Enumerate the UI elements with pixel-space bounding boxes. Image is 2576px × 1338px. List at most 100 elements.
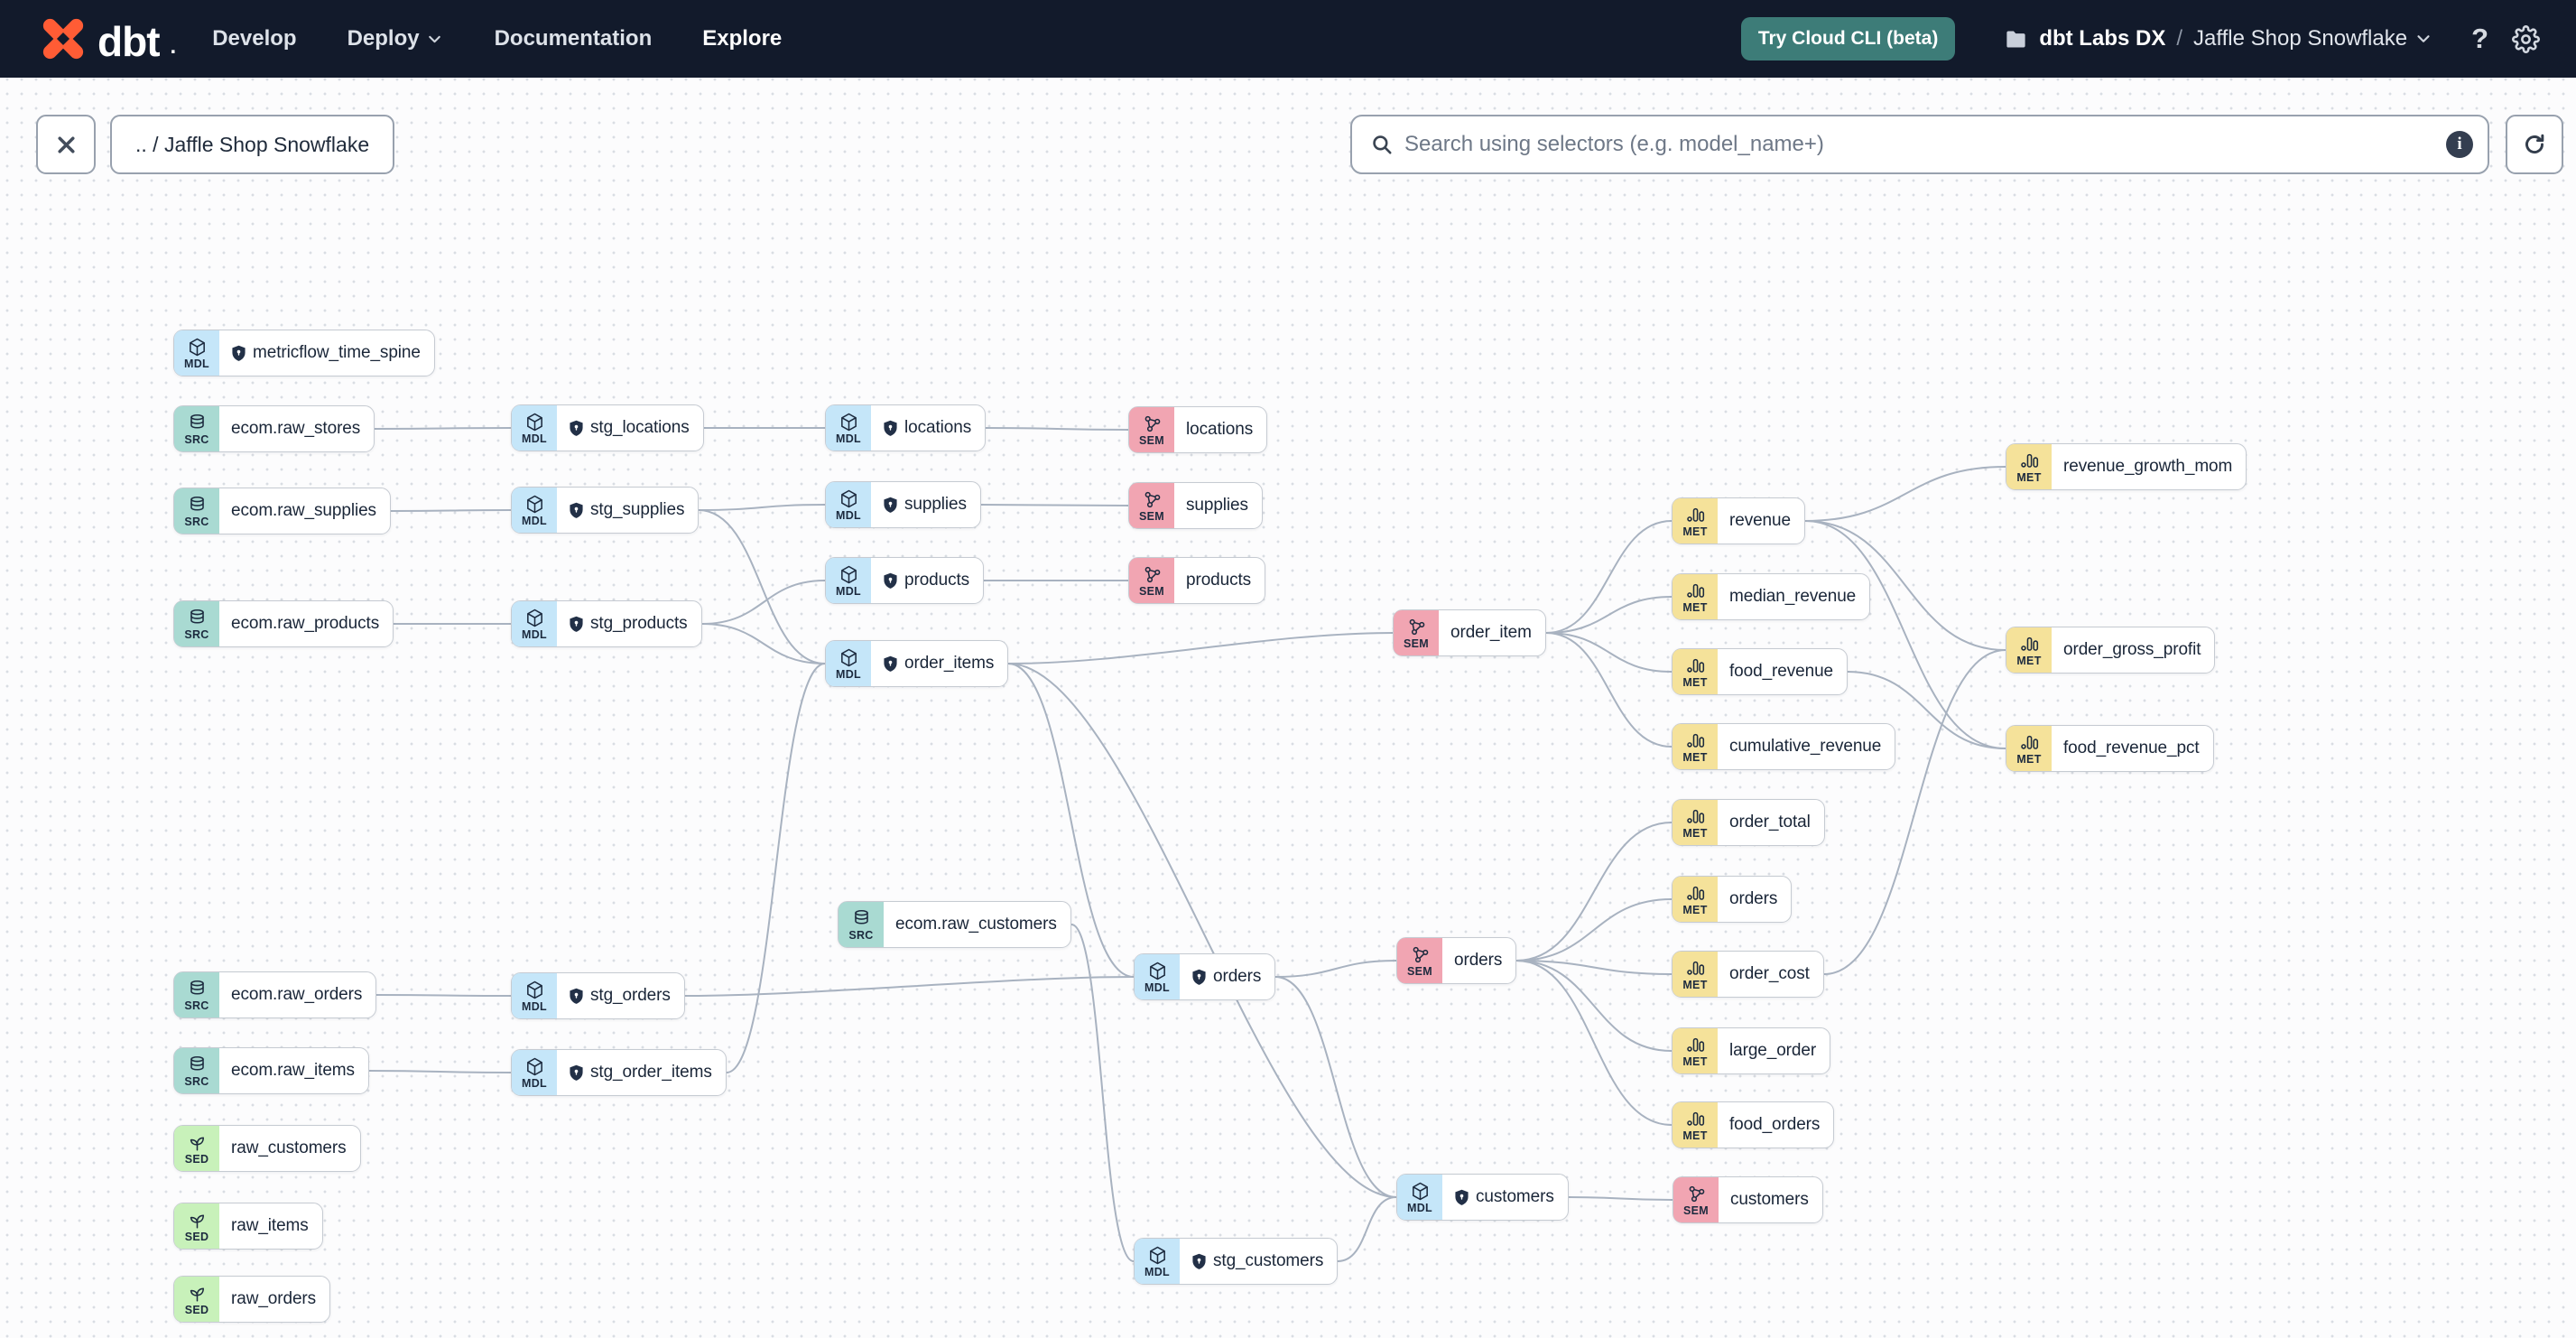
folder-icon [2006,31,2025,47]
project-selector[interactable]: Jaffle Shop Snowflake [2193,26,2433,51]
lineage-edge-stg_products-to-products [701,580,826,625]
node-label: stg_order_items [590,1063,712,1082]
gear-icon[interactable] [2512,24,2540,53]
nav-item-develop[interactable]: Develop [212,26,296,51]
account-name[interactable]: dbt Labs DX [2039,26,2166,51]
graph-node-median_revenue[interactable]: MET median_revenue [1672,573,1871,620]
source-database-icon: SRC [174,406,219,451]
dbt-logo[interactable]: dbt . [40,15,176,62]
lineage-edge-revenue-to-order_gross_profit [1804,520,2006,651]
nav-item-deploy[interactable]: Deploy [347,26,444,51]
lineage-edge-revenue-to-revenue_growth_mom [1804,466,2006,522]
node-type-tag: SEM [1683,1204,1709,1218]
node-label: ecom.raw_products [231,614,380,633]
node-type-tag: MET [2016,471,2042,485]
node-label: cumulative_revenue [1729,737,1882,756]
lineage-edge-customers_mdl-to-customers_sem [1568,1196,1673,1201]
try-cloud-cli-button[interactable]: Try Cloud CLI (beta) [1740,17,1956,60]
lineage-edge-order_items-to-orders_mdl [1007,663,1135,978]
node-label: orders [1454,951,1503,970]
refresh-button[interactable] [2506,115,2563,174]
node-type-tag: MET [1682,601,1708,615]
close-lineage-button[interactable] [36,115,96,174]
graph-node-src_raw_products[interactable]: SRC ecom.raw_products [173,600,394,647]
top-navbar: dbt . Develop Deploy Documentation Explo… [0,0,2576,78]
node-type-tag: SRC [184,433,209,447]
search-input[interactable] [1404,132,2435,157]
node-type-tag: MDL [836,432,861,446]
nav-item-explore[interactable]: Explore [702,26,782,51]
node-label: stg_supplies [590,500,685,519]
project-breadcrumb: dbt Labs DX / Jaffle Shop Snowflake [2004,26,2433,51]
node-label: revenue_growth_mom [2063,457,2233,476]
node-type-tag: MET [1682,1055,1708,1069]
breadcrumb[interactable]: .. / Jaffle Shop Snowflake [110,115,395,174]
info-icon[interactable]: i [2446,131,2473,158]
lineage-edge-order_item_sem-to-cumulative_revenue [1545,632,1673,748]
source-database-icon: SRC [174,601,219,646]
node-type-tag: SRC [184,516,209,529]
contract-shield-icon [884,420,897,436]
node-type-tag: MDL [522,1000,547,1014]
node-label: median_revenue [1729,587,1857,606]
node-label: raw_orders [231,1289,317,1308]
nav-item-documentation[interactable]: Documentation [495,26,653,51]
navbar-right-cluster: Try Cloud CLI (beta) dbt Labs DX / Jaffl… [1740,17,2540,60]
graph-node-stg_order_items[interactable]: MDL stg_order_items [511,1049,727,1096]
node-type-tag: MET [1682,676,1708,690]
metric-bars-icon: MET [1673,1028,1718,1073]
lineage-edge-locations-to-sem_locations [985,427,1129,431]
node-type-tag: SEM [1139,434,1164,448]
source-database-icon: SRC [174,488,219,534]
nav-item-label: Deploy [347,26,420,51]
node-type-tag: MDL [522,1077,547,1091]
node-type-tag: MDL [1144,981,1170,995]
node-type-tag: SEM [1139,510,1164,524]
help-icon[interactable]: ? [2471,23,2488,54]
lineage-edge-src_raw_stores-to-stg_locations [374,427,512,430]
node-label: order_items [904,654,995,673]
semantic-model-icon: SEM [1397,938,1442,983]
graph-node-revenue_growth_mom[interactable]: MET revenue_growth_mom [2006,443,2247,490]
node-label: metricflow_time_spine [253,343,421,362]
graph-node-orders_sem[interactable]: SEM orders [1396,937,1517,984]
node-label: ecom.raw_items [231,1061,355,1080]
lineage-edge-order_cost-to-order_gross_profit [1823,649,2006,975]
